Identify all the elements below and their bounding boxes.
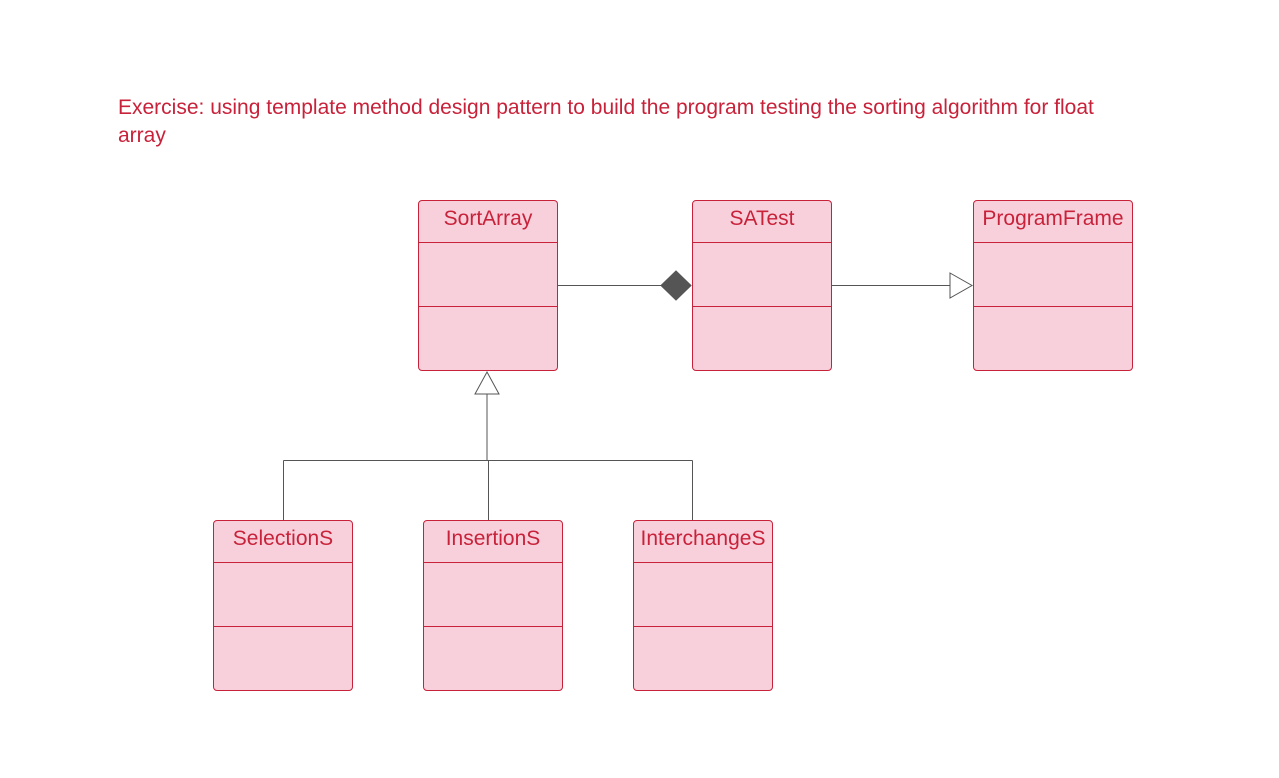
attributes-compartment — [214, 563, 352, 627]
class-name: SortArray — [419, 201, 557, 243]
class-name: InsertionS — [424, 521, 562, 563]
attributes-compartment — [693, 243, 831, 307]
class-name: ProgramFrame — [974, 201, 1132, 243]
class-name: SelectionS — [214, 521, 352, 563]
methods-compartment — [974, 307, 1132, 370]
composition-diamond — [660, 270, 692, 301]
class-programframe[interactable]: ProgramFrame — [973, 200, 1133, 371]
class-insertions[interactable]: InsertionS — [423, 520, 563, 691]
attributes-compartment — [974, 243, 1132, 307]
attributes-compartment — [424, 563, 562, 627]
generalization-arrowhead-programframe — [949, 272, 974, 299]
methods-compartment — [693, 307, 831, 370]
class-selections[interactable]: SelectionS — [213, 520, 353, 691]
class-interchanges[interactable]: InterchangeS — [633, 520, 773, 691]
class-name: InterchangeS — [634, 521, 772, 563]
class-satest[interactable]: SATest — [692, 200, 832, 371]
class-sortarray[interactable]: SortArray — [418, 200, 558, 371]
generalization-arrowhead-sortarray — [474, 370, 500, 395]
diagram-title: Exercise: using template method design p… — [118, 96, 1094, 147]
methods-compartment — [419, 307, 557, 370]
methods-compartment — [424, 627, 562, 690]
methods-compartment — [634, 627, 772, 690]
attributes-compartment — [419, 243, 557, 307]
methods-compartment — [214, 627, 352, 690]
class-name: SATest — [693, 201, 831, 243]
attributes-compartment — [634, 563, 772, 627]
